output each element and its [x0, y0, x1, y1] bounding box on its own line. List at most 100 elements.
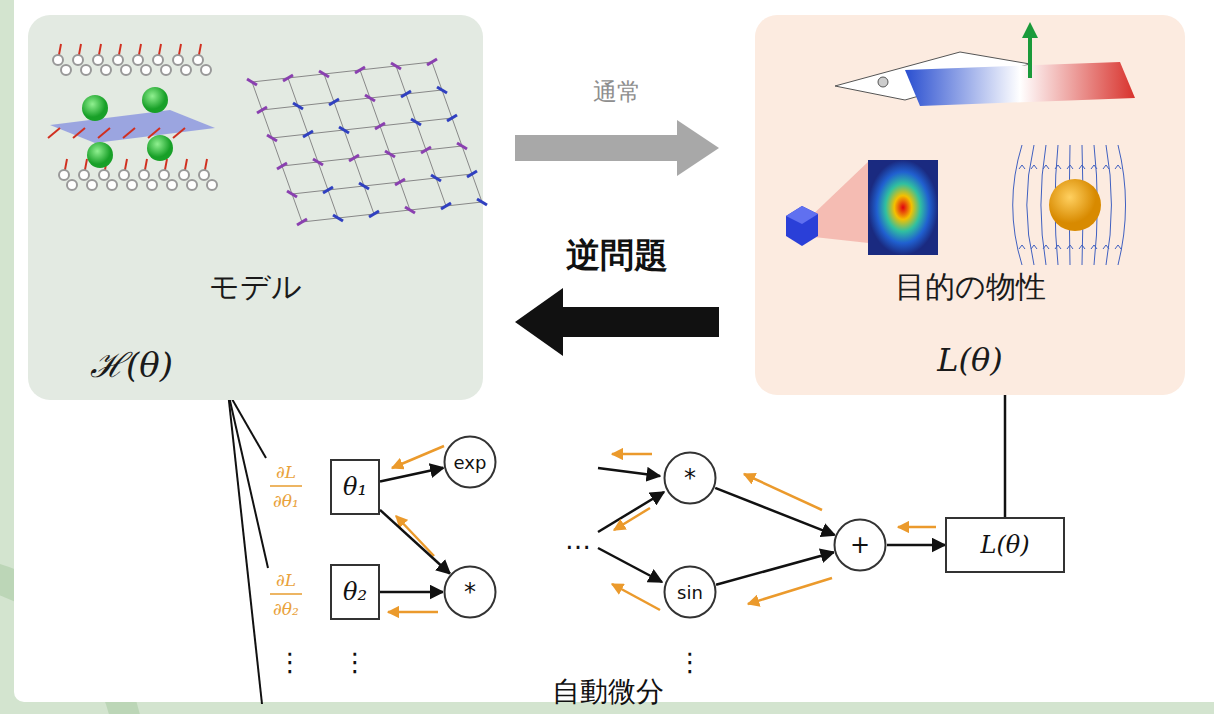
connector: [380, 510, 450, 574]
grid-line: [252, 62, 432, 82]
derivative-numerator: ∂L: [276, 570, 296, 590]
node-label: exp: [454, 452, 487, 473]
plane: [835, 52, 1030, 100]
atom: [159, 170, 169, 180]
spin: [411, 119, 421, 125]
moment-arrow: [144, 159, 147, 175]
beam: [805, 160, 932, 250]
model-panel: モデル ℋ(θ): [28, 15, 483, 400]
connector: [1005, 395, 1006, 517]
loss-box: L(θ): [945, 517, 1065, 573]
circle-outline: [445, 567, 496, 618]
field-arrow: [1103, 165, 1109, 169]
spin: [267, 135, 277, 141]
atom: [99, 170, 109, 180]
moment-arrow: [98, 44, 101, 60]
arrow-shaft: [558, 307, 719, 337]
spin: [339, 127, 349, 133]
atom: [139, 170, 149, 180]
flow-arrow: [598, 548, 662, 582]
atom: [67, 180, 77, 190]
spin: [431, 175, 441, 181]
ion: [142, 87, 168, 113]
grid-line: [282, 146, 462, 166]
atom: [167, 180, 177, 190]
vector-head: [1022, 22, 1038, 38]
panel-title: モデル: [28, 267, 483, 308]
spin: [427, 59, 437, 65]
field-arrow: [1067, 245, 1073, 249]
field-arrow: [1079, 165, 1085, 169]
field-line: [1041, 145, 1046, 265]
flow-arrow: [598, 468, 660, 476]
moment-arrow: [158, 44, 161, 60]
spin: [457, 143, 467, 149]
moment-arrow: [104, 159, 107, 175]
spin-lattice: [247, 59, 487, 225]
panel-symbol: L(θ): [755, 341, 1185, 379]
leader-lines: [228, 392, 268, 704]
moment-arrow: [64, 159, 67, 175]
connector-line: [380, 510, 450, 574]
cube-top: [786, 206, 818, 224]
crystal-structure: [48, 44, 217, 190]
atom: [179, 170, 189, 180]
backprop-arrow: [898, 526, 936, 529]
spin: [303, 131, 313, 137]
moment-arrow: [98, 128, 110, 138]
field-arrow: [1043, 165, 1049, 169]
atom: [61, 65, 71, 75]
panel-symbol: ℋ(θ): [90, 341, 173, 387]
moment-arrow: [48, 128, 60, 138]
spin: [333, 215, 343, 221]
spin: [369, 211, 379, 217]
derivative-denominator: ∂θ₂: [273, 599, 299, 619]
sphere: [1049, 179, 1101, 231]
panel-title: 目的の物性: [755, 267, 1185, 308]
grid-line: [272, 118, 452, 138]
atom: [53, 55, 63, 65]
grid-line: [360, 70, 410, 210]
atom: [127, 180, 137, 190]
moment-arrow: [73, 128, 85, 138]
connector: [715, 488, 835, 535]
atom: [87, 180, 97, 190]
connector: [716, 552, 834, 585]
field-line: [1106, 145, 1111, 265]
leader-line: [228, 392, 262, 704]
operation-circle: +: [833, 518, 887, 572]
spin: [257, 107, 267, 113]
moment-arrow: [204, 159, 207, 175]
leader-line: [228, 392, 268, 568]
screen: [868, 160, 938, 255]
atom: [93, 55, 103, 65]
arrow-head: [677, 120, 719, 176]
field-line: [1055, 145, 1058, 265]
moment-arrow: [78, 44, 81, 60]
connector-line: [380, 468, 444, 482]
atom: [207, 180, 217, 190]
connector-line: [1004, 395, 1007, 517]
node-label: θ₁: [343, 473, 367, 501]
connector: [380, 592, 443, 593]
field-line: [1069, 145, 1071, 265]
arrow-shaft: [515, 135, 681, 161]
field-arrow: [1067, 165, 1073, 169]
atom: [153, 55, 163, 65]
node-label: *: [684, 464, 696, 492]
circle-outline: [665, 567, 716, 618]
moment-arrow: [178, 44, 181, 60]
moment-arrow: [184, 159, 187, 175]
spin: [401, 91, 411, 97]
operation-circle: sin: [663, 565, 717, 619]
moment-arrow: [148, 128, 160, 138]
layer-plane: [50, 110, 215, 143]
derivative-numerator: ∂L: [276, 462, 296, 482]
connector-line: [715, 488, 835, 535]
atom: [107, 180, 117, 190]
spin: [287, 191, 297, 197]
field-line: [1082, 145, 1083, 265]
vector: [1028, 36, 1032, 78]
grid-line: [302, 202, 482, 222]
arrow-head: [515, 288, 563, 356]
